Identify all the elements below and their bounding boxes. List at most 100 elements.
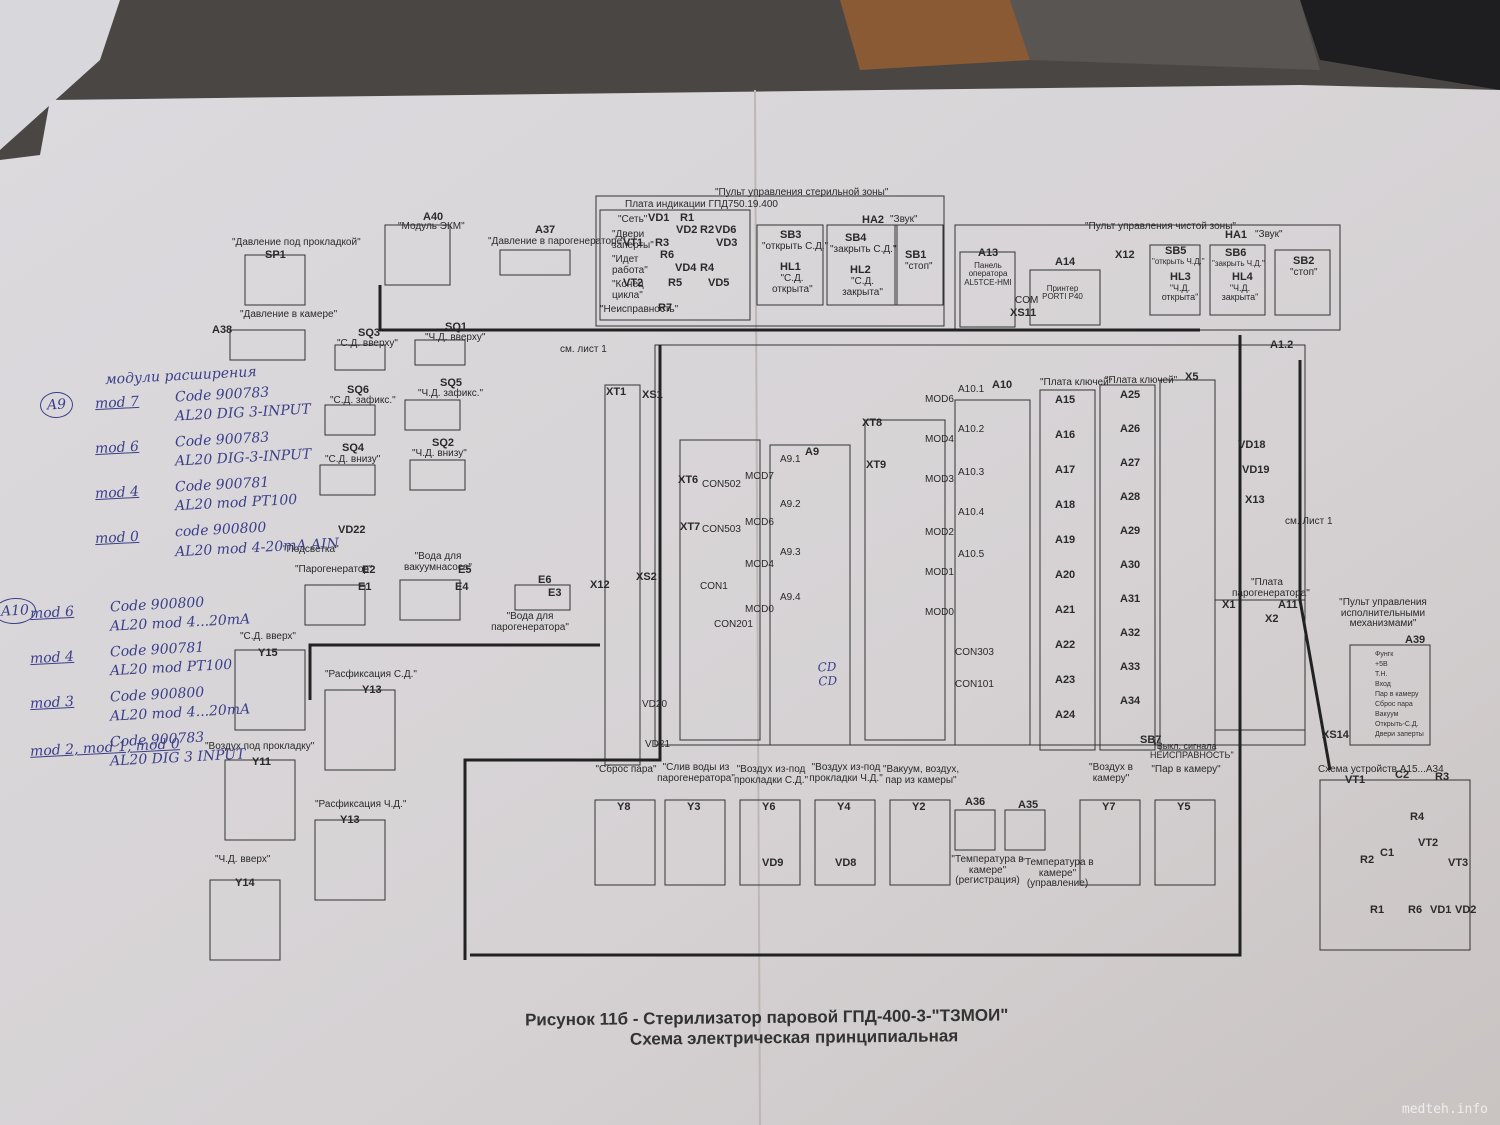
key-module-label: A20 — [1055, 569, 1076, 581]
part-label: R6 — [660, 249, 675, 261]
a13-caption: Панель оператора AL5TCE-HMI — [964, 261, 1012, 287]
a38-caption: "Давление в камере" — [240, 309, 338, 320]
button-sb3-caption: "открыть С.Д." — [762, 241, 829, 252]
lamp-hl3-label: HL3 — [1170, 271, 1191, 283]
part-label: VD1 — [648, 212, 670, 224]
a10-slot: A10.3 — [958, 467, 985, 478]
sq4-label: SQ4 — [342, 442, 365, 454]
part-label: R4 — [700, 262, 715, 274]
a10-module: MOD2 — [925, 527, 954, 538]
indication-board-label: Плата индикации ГПД750.19.400 — [625, 199, 778, 210]
valve-caption: "Воздух под прокладку" — [205, 741, 315, 752]
steam-board-label: "Плата парогенератора" — [1232, 577, 1310, 599]
a9-slot: A9.3 — [780, 547, 801, 558]
handwritten-module: mod 4 — [29, 648, 75, 668]
key-module-label: A29 — [1120, 525, 1141, 537]
valve-label: Y13 — [362, 684, 382, 696]
valve-label: Y8 — [617, 801, 631, 813]
button-sb5-caption: "открыть Ч.Д." — [1152, 257, 1205, 266]
part-label: R3 — [655, 237, 670, 249]
key-module-label: A16 — [1055, 429, 1076, 441]
a9-module: MOD4 — [745, 559, 774, 570]
part-label: VD3 — [716, 237, 738, 249]
sq6-label: SQ6 — [347, 384, 370, 396]
vd19-label: VD19 — [1242, 464, 1270, 476]
a39-row: Открыть-С.Д. — [1375, 721, 1419, 728]
valve-caption: "Сброс пара" — [595, 764, 657, 775]
key-module-label: A24 — [1055, 709, 1076, 721]
sb7-label: SB7 — [1140, 734, 1162, 746]
a39-row: Сброс пара — [1375, 701, 1413, 708]
indicator-label: "Неисправность" — [600, 304, 679, 315]
lamp-hl2-label: HL2 — [850, 264, 871, 276]
a14-caption: Принтер PORTI P40 — [1042, 284, 1083, 302]
a9-slot: A9.1 — [780, 454, 801, 465]
a10-slot: A10.1 — [958, 384, 985, 395]
lamp-hl4-caption: "Ч.Д. закрыта" — [1221, 283, 1259, 303]
a39-row: Пар в камеру — [1375, 691, 1419, 698]
a15-part-label: C1 — [1380, 847, 1395, 859]
e3-caption: "Вода для парогенератора" — [491, 611, 569, 633]
valve-caption: "Вакуум, воздух, пар из камеры" — [882, 764, 960, 786]
a39-row: Вход — [1375, 681, 1391, 688]
valve-caption: "Пар в камеру" — [1151, 764, 1221, 775]
device — [1300, 0, 1500, 90]
lamp-hl4-label: HL4 — [1232, 271, 1253, 283]
a12-label: A1.2 — [1270, 339, 1294, 351]
a10-module: MOD0 — [925, 607, 954, 618]
a10-slot: A10.2 — [958, 424, 985, 435]
sq5-caption: "Ч.Д. зафикс." — [418, 388, 484, 399]
diode-vd9: VD9 — [762, 857, 784, 869]
a40-caption: "Модуль ЭКМ" — [398, 221, 465, 232]
valve-caption: "Слив воды из парогенератора" — [657, 762, 735, 784]
e1-label: E1 — [358, 581, 372, 593]
e2-label: E2 — [362, 564, 376, 576]
key-module-label: A21 — [1055, 604, 1076, 616]
a11-label: A11 — [1278, 599, 1298, 611]
sq2-caption: "Ч.Д. внизу" — [412, 448, 467, 459]
e5-label: E5 — [458, 564, 472, 576]
a15-part-label: VT2 — [1418, 837, 1439, 849]
sp1-label: SP1 — [265, 249, 286, 261]
sterile-panel-title: "Пульт управления стерильной зоны" — [715, 187, 889, 198]
valve-label: Y13 — [340, 814, 360, 826]
sheet-reference: см. лист 1 — [560, 344, 607, 355]
part-label: VD4 — [675, 262, 697, 274]
connector-label: CON201 — [714, 619, 753, 630]
a15-part-label: VD2 — [1455, 904, 1477, 916]
a15-schema-title: Схема устройств A15...A34 — [1318, 764, 1444, 775]
handwritten-module: mod 7 — [94, 393, 140, 413]
handwritten-margin-note: CD CD — [817, 659, 838, 689]
sq5-label: SQ5 — [440, 377, 463, 389]
lamp-hl3-caption: "Ч.Д. открыта" — [1161, 283, 1199, 303]
key-module-label: A33 — [1120, 661, 1141, 673]
sq3-caption: "С.Д. вверху" — [337, 338, 398, 349]
valve-caption: "Расфиксация С.Д." — [325, 669, 417, 680]
valve-caption: "Ч.Д. вверх" — [215, 854, 271, 865]
valve-label: Y11 — [252, 756, 271, 768]
buzzer-ha1-caption: "Звук" — [1255, 229, 1283, 240]
handwritten-module: mod 6 — [94, 438, 140, 458]
valve-label: Y4 — [837, 801, 851, 813]
key-module-label: A23 — [1055, 674, 1076, 686]
button-sb4-caption: "закрыть С.Д." — [830, 244, 897, 255]
a15-part-label: R4 — [1410, 811, 1425, 823]
a35-label: A35 — [1018, 799, 1039, 811]
indicator-label: "Сеть" — [618, 214, 648, 225]
connector-label: CON303 — [955, 647, 994, 658]
sq1-caption: "Ч.Д. вверху" — [425, 332, 486, 343]
buzzer-ha1-label: HA1 — [1225, 229, 1248, 241]
xs11-label: XS11 — [1010, 307, 1037, 319]
valve-caption: "Воздух из-под прокладки Ч.Д." — [809, 762, 883, 784]
valve-label: Y14 — [235, 877, 255, 889]
connector-label: X12 — [590, 579, 610, 591]
key-module-label: A25 — [1120, 389, 1141, 401]
button-sb4-label: SB4 — [845, 232, 867, 244]
watermark: medteh.info — [1401, 1102, 1488, 1117]
valve-label: Y6 — [762, 801, 776, 813]
a10-module: MOD3 — [925, 474, 954, 485]
indicator-label: "Идет работа" — [612, 254, 648, 276]
buzzer-ha2-caption: "Звук" — [890, 214, 918, 225]
mech-panel-title: "Пульт управления исполнительными механи… — [1339, 597, 1427, 629]
a39-row: Фунгк — [1375, 651, 1394, 658]
